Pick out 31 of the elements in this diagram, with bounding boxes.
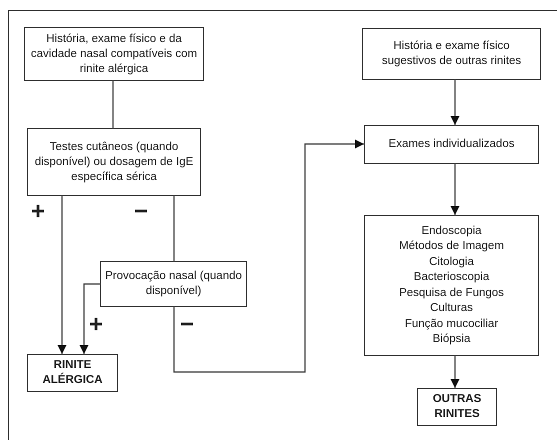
connector-line (112, 81, 114, 128)
arrow (173, 140, 364, 373)
node-text: Exames individualizados (388, 137, 514, 152)
process-box (362, 28, 541, 80)
list-item: Culturas (430, 301, 473, 316)
arrow (58, 196, 66, 354)
list-item: Função mucociliar (404, 316, 498, 332)
list-item: Endoscopia (421, 224, 482, 238)
node-text: OUTRAS RINITES (432, 392, 482, 422)
node-text: RINITE ALÉRGICA (41, 358, 104, 388)
outcome-box (417, 388, 497, 426)
arrow (80, 283, 100, 354)
list-item: Citologia (429, 254, 474, 270)
node-text: Provocação nasal (quando disponível) (105, 269, 242, 299)
process-box (24, 27, 204, 81)
node-text: História e exame físico sugestivos de outras rinites (380, 39, 522, 69)
node-text: Testes cutâneos (quando disponível) ou dosagem de IgE específica sérica (34, 140, 194, 184)
outcome-box (27, 354, 118, 392)
node-text: História, exame físico e da cavidade nasal compatíveis com rinite alérgica (30, 32, 198, 76)
list-item: Biópsia (432, 332, 470, 347)
process-box (27, 128, 201, 196)
arrow (450, 164, 460, 215)
list-item: Bacterioscopia (414, 270, 490, 285)
arrow (450, 80, 460, 125)
list-item: Métodos de Imagem (399, 239, 504, 254)
process-box (100, 261, 247, 307)
list-item: Pesquisa de Fungos (399, 286, 504, 300)
arrow (450, 356, 460, 388)
list-box (364, 215, 539, 356)
connector-line (173, 196, 175, 261)
process-box (364, 125, 539, 164)
